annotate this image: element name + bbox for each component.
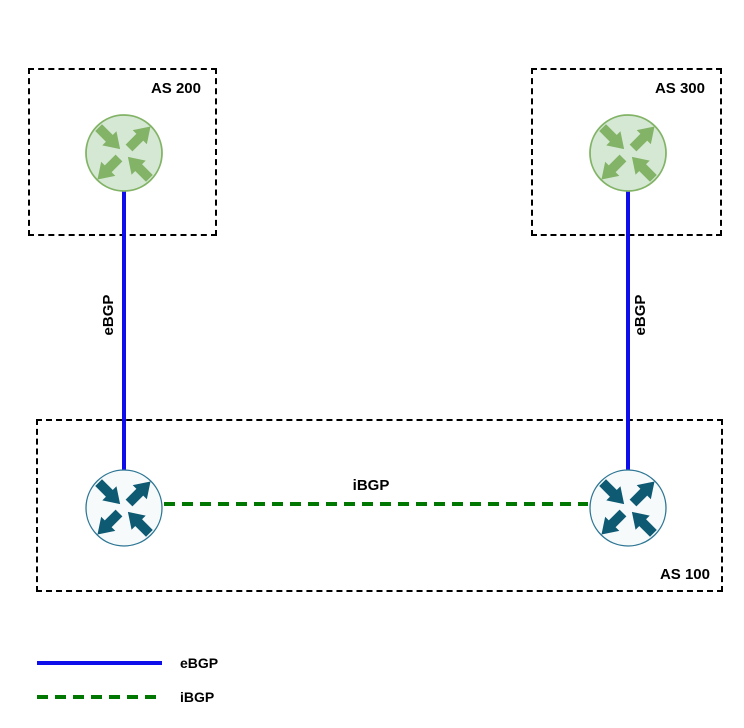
ebgp-left-label: eBGP	[100, 294, 117, 336]
router-icon	[589, 469, 667, 547]
router-node-as100-right	[588, 468, 668, 548]
ibgp-label: iBGP	[352, 477, 390, 494]
as100-boundary-box	[36, 419, 723, 592]
ebgp-link-right	[626, 158, 630, 508]
router-node-as300	[588, 113, 668, 193]
ibgp-link	[164, 502, 588, 506]
legend-ibgp-line-swatch	[37, 695, 162, 699]
as100-label: AS 100	[659, 566, 710, 583]
as200-label: AS 200	[150, 80, 201, 97]
router-node-as100-left	[84, 468, 164, 548]
router-icon	[85, 114, 163, 192]
ebgp-right-label: eBGP	[632, 294, 649, 336]
router-node-as200	[84, 113, 164, 193]
router-icon	[589, 114, 667, 192]
legend-ebgp-line-swatch	[37, 661, 162, 665]
legend-ebgp-label: eBGP	[180, 655, 219, 671]
router-icon	[85, 469, 163, 547]
ebgp-link-left	[122, 158, 126, 508]
legend-ibgp-label: iBGP	[180, 689, 215, 705]
as300-label: AS 300	[654, 80, 705, 97]
